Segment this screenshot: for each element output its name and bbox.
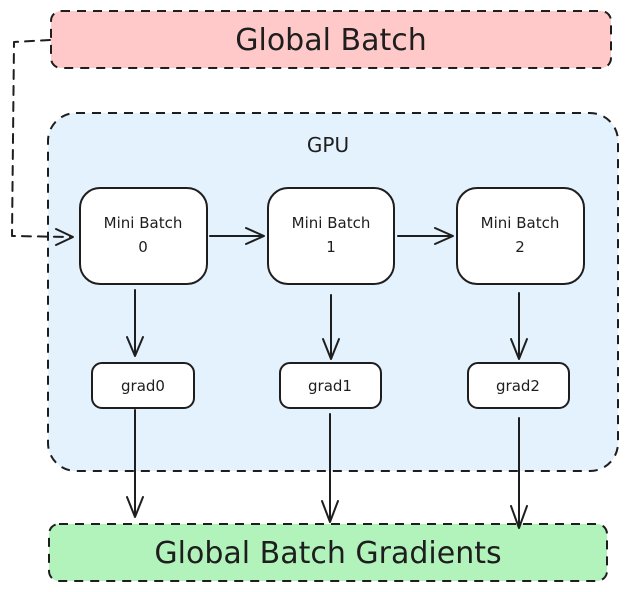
gpu-container-box — [47, 112, 619, 472]
edge-mini1-to-mini2 — [397, 227, 454, 245]
global-gradients-label: Global Batch Gradients — [154, 536, 501, 571]
edge-grad0-to-global — [126, 409, 144, 518]
grad-box — [467, 362, 570, 409]
edge-grad2-to-global — [510, 417, 528, 529]
mini-batch-box — [267, 187, 395, 285]
gpu-label: GPU — [307, 133, 349, 157]
edge-mini0-to-mini1 — [209, 227, 265, 245]
arrowhead-icon — [126, 496, 144, 518]
mini-batch-index: 0 — [138, 238, 148, 256]
global-gradients-box — [48, 523, 608, 582]
grad-label: grad2 — [496, 377, 540, 395]
mini-batch-box — [79, 187, 208, 285]
edge-grad1-to-global — [321, 413, 339, 523]
edge-mini0-to-grad0 — [126, 289, 144, 357]
mini-batch-node: Mini Batch 1 — [267, 187, 395, 285]
grad-label: grad1 — [308, 377, 352, 395]
grad-label: grad0 — [121, 377, 165, 395]
arrowhead-icon — [510, 338, 528, 360]
arrowhead-icon — [126, 336, 144, 357]
grad-node: grad1 — [279, 362, 382, 409]
arrowhead-icon — [55, 228, 74, 246]
edge-mini1-to-grad1 — [322, 294, 340, 360]
arrowhead-icon — [321, 500, 339, 523]
global-batch-box — [50, 10, 612, 69]
mini-batch-box — [456, 187, 585, 285]
mini-batch-index: 2 — [515, 238, 525, 256]
mini-batch-title: Mini Batch — [481, 214, 560, 232]
arrowhead-icon — [322, 338, 340, 360]
mini-batch-title: Mini Batch — [104, 214, 183, 232]
mini-batch-node: Mini Batch 0 — [79, 187, 208, 285]
edge-global-to-mini0 — [11, 39, 74, 246]
global-batch-label: Global Batch — [235, 23, 426, 58]
arrowhead-icon — [510, 505, 528, 529]
grad-node: grad2 — [467, 362, 570, 409]
edge-mini2-to-grad2 — [510, 292, 528, 360]
mini-batch-index: 1 — [326, 238, 336, 256]
mini-batch-title: Mini Batch — [292, 214, 371, 232]
arrowhead-icon — [245, 227, 265, 245]
grad-node: grad0 — [91, 362, 195, 409]
arrowhead-icon — [434, 227, 454, 245]
global-gradients-node: Global Batch Gradients — [48, 523, 608, 582]
grad-box — [91, 362, 195, 409]
mini-batch-node: Mini Batch 2 — [456, 187, 585, 285]
global-batch-node: Global Batch — [50, 10, 612, 69]
dashed-connector-line — [11, 39, 73, 238]
gpu-container: GPU — [47, 112, 619, 472]
grad-box — [279, 362, 382, 409]
